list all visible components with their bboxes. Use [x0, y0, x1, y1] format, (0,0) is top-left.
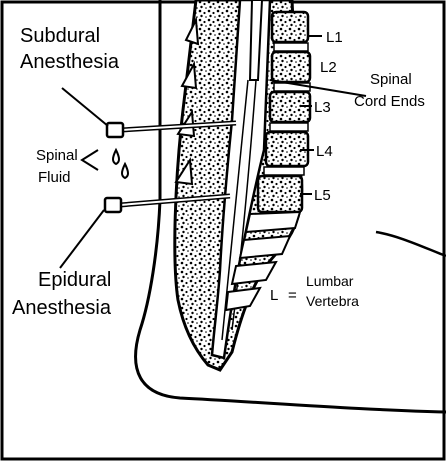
sacral-segment	[246, 212, 300, 232]
subdural-label-line1: Subdural	[20, 25, 100, 47]
epidural-pointer	[60, 210, 104, 268]
vertebral-body-l5	[258, 176, 302, 212]
vertebra-label-l1: L1	[326, 29, 343, 46]
epidural-needle-hub	[105, 198, 121, 212]
spinal-fluid-label-line2: Fluid	[38, 169, 71, 186]
body-inner-contour	[376, 232, 446, 256]
sacral-segment	[240, 236, 290, 258]
vertebra-label-l5: L5	[314, 187, 331, 204]
subdural-needle-hub	[107, 123, 123, 137]
disc	[274, 43, 308, 51]
legend-equals: =	[288, 287, 297, 304]
vertebral-body-l1	[272, 12, 308, 42]
legend-symbol: L	[270, 287, 278, 304]
epidural-label-line2: Anesthesia	[12, 297, 112, 319]
vertebra-label-l3: L3	[314, 99, 331, 116]
legend-text-line2: Vertebra	[306, 293, 359, 309]
legend-text-line1: Lumbar	[306, 273, 354, 289]
disc	[264, 167, 304, 175]
spinal-fluid-bracket	[82, 150, 98, 170]
cord-ends-label-line2: Cord Ends	[354, 93, 425, 110]
vertebra-label-l2: L2	[320, 59, 337, 76]
sacral-segment	[226, 288, 260, 310]
disc	[270, 123, 308, 131]
vertebral-body-l2	[272, 52, 310, 82]
vertebra-label-l4: L4	[316, 143, 333, 160]
subdural-label-line2: Anesthesia	[20, 51, 120, 73]
fluid-drop	[113, 150, 119, 164]
subdural-pointer	[62, 88, 108, 126]
epidural-label-line1: Epidural	[38, 269, 111, 291]
sacral-segment	[232, 262, 276, 284]
cord-ends-label-line1: Spinal	[370, 71, 412, 88]
fluid-drop	[122, 164, 128, 178]
spinal-fluid-label-line1: Spinal	[36, 147, 78, 164]
